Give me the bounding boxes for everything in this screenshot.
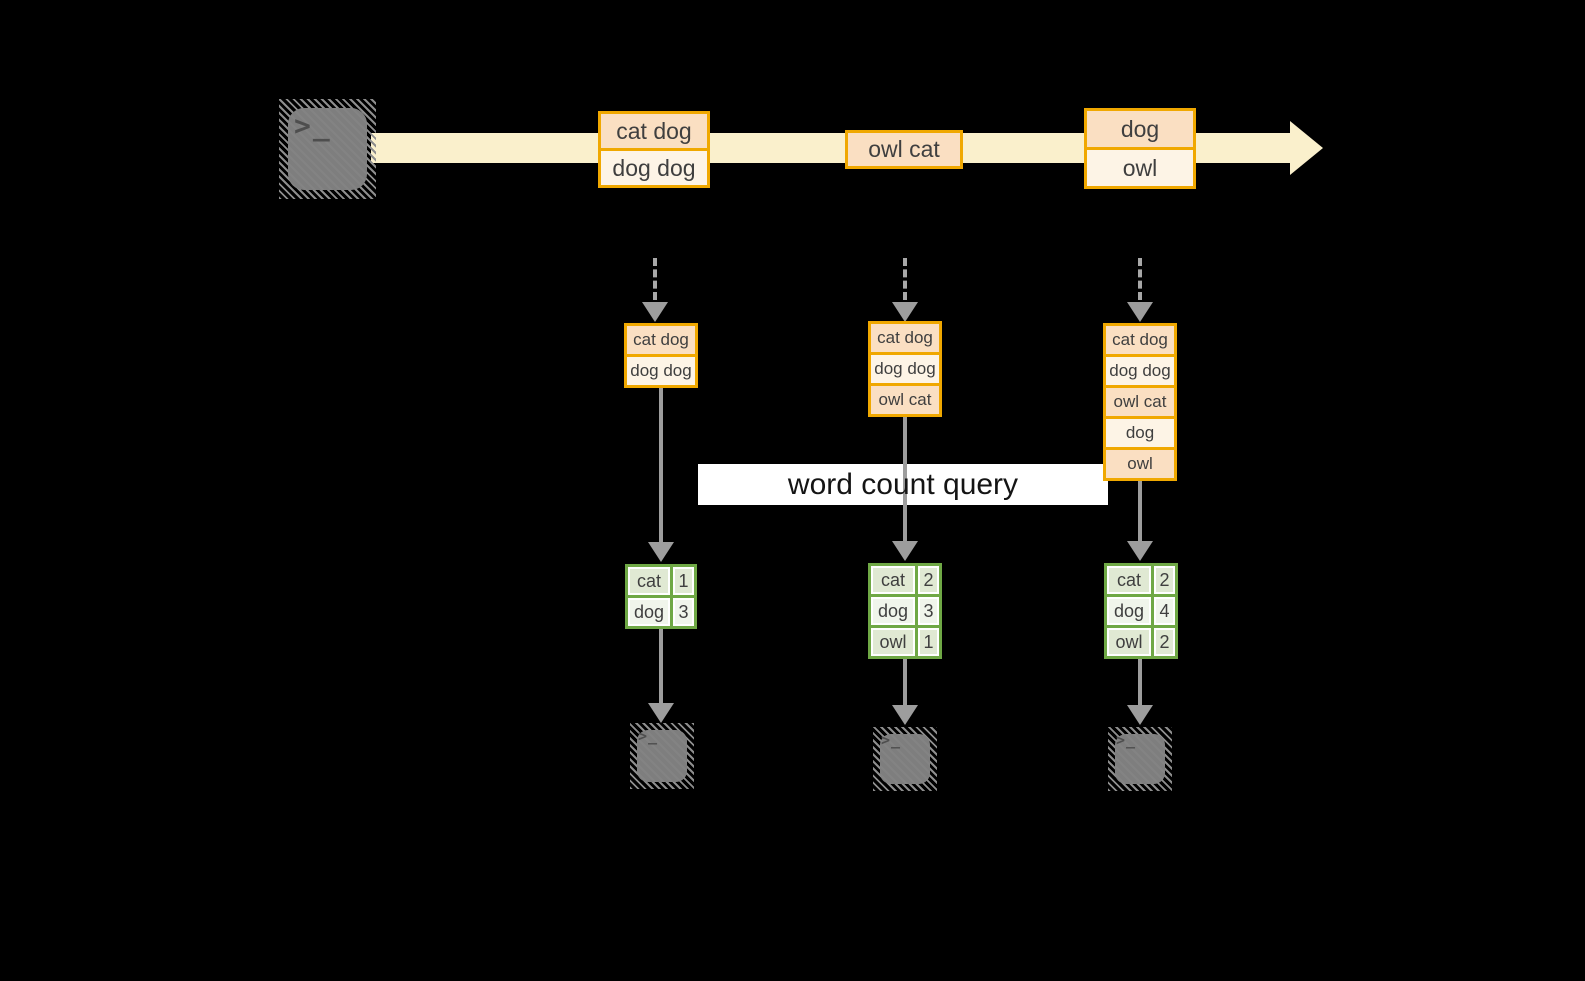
source-terminal-icon: >_ xyxy=(279,99,376,199)
buffer-line: owl xyxy=(1106,450,1174,478)
query-arrow-1-head xyxy=(648,542,674,562)
count-table-1: cat 1 dog 3 xyxy=(625,564,697,629)
buffer-line: dog dog xyxy=(871,355,939,383)
terminal-prompt-glyph: >_ xyxy=(294,109,332,142)
query-arrow-1 xyxy=(659,387,663,542)
count-value-cell: 2 xyxy=(1154,566,1175,594)
count-word-cell: owl xyxy=(1107,628,1151,656)
query-arrow-2-head xyxy=(892,541,918,561)
count-value-cell: 4 xyxy=(1154,597,1175,625)
count-word-cell: owl xyxy=(871,628,915,656)
output-arrow-1-head xyxy=(648,703,674,723)
terminal-prompt-glyph: >_ xyxy=(638,727,659,745)
word-count-query-label: word count query xyxy=(787,467,1019,501)
ingest-arrow-2-head xyxy=(892,302,918,322)
ingest-arrow-3-head xyxy=(1127,302,1153,322)
terminal-prompt-glyph: >_ xyxy=(1116,731,1137,749)
output-arrow-3 xyxy=(1138,658,1142,705)
consumer-terminal-icon-3: >_ xyxy=(1108,727,1172,791)
ingest-arrow-1 xyxy=(653,258,657,300)
query-arrow-2 xyxy=(903,417,907,541)
count-word-cell: cat xyxy=(871,566,915,594)
query-arrow-3 xyxy=(1138,480,1142,541)
buffer-box-2: cat dog dog dog owl cat xyxy=(868,321,942,417)
buffer-line: cat dog xyxy=(871,324,939,352)
count-word-cell: dog xyxy=(871,597,915,625)
batch-line: dog xyxy=(1087,111,1193,147)
count-value-cell: 1 xyxy=(918,628,939,656)
buffer-line: dog xyxy=(1106,419,1174,447)
terminal-body xyxy=(1115,734,1165,784)
terminal-prompt-glyph: >_ xyxy=(881,731,902,749)
count-value-cell: 2 xyxy=(1154,628,1175,656)
count-value-cell: 1 xyxy=(673,567,694,595)
output-arrow-3-head xyxy=(1127,705,1153,725)
output-arrow-2-head xyxy=(892,705,918,725)
consumer-terminal-icon-1: >_ xyxy=(630,723,694,789)
batch-line: owl xyxy=(1087,150,1193,186)
ingest-arrow-2 xyxy=(903,258,907,300)
batch-line: dog dog xyxy=(601,151,707,185)
output-arrow-1 xyxy=(659,629,663,703)
count-value-cell: 2 xyxy=(918,566,939,594)
count-word-cell: dog xyxy=(1107,597,1151,625)
stream-batch-2: owl cat xyxy=(845,130,963,169)
stream-batch-3: dog owl xyxy=(1084,108,1196,189)
buffer-line: dog dog xyxy=(1106,357,1174,385)
buffer-line: cat dog xyxy=(1106,326,1174,354)
consumer-terminal-icon-2: >_ xyxy=(873,727,937,791)
terminal-body xyxy=(288,108,367,190)
query-arrow-3-head xyxy=(1127,541,1153,561)
count-word-cell: dog xyxy=(628,598,670,626)
buffer-box-3: cat dog dog dog owl cat dog owl xyxy=(1103,323,1177,481)
buffer-line: cat dog xyxy=(627,326,695,354)
stream-batch-1: cat dog dog dog xyxy=(598,111,710,188)
count-table-2: cat 2 dog 3 owl 1 xyxy=(868,563,942,659)
terminal-body xyxy=(880,734,930,784)
output-arrow-2 xyxy=(903,658,907,705)
ingest-arrow-1-head xyxy=(642,302,668,322)
batch-line: cat dog xyxy=(601,114,707,148)
count-word-cell: cat xyxy=(1107,566,1151,594)
count-value-cell: 3 xyxy=(918,597,939,625)
stream-arrow-head xyxy=(1290,121,1323,175)
count-table-3: cat 2 dog 4 owl 2 xyxy=(1104,563,1178,659)
terminal-body xyxy=(637,730,687,782)
buffer-line: owl cat xyxy=(871,386,939,414)
buffer-line: dog dog xyxy=(627,357,695,385)
ingest-arrow-3 xyxy=(1138,258,1142,300)
buffer-box-1: cat dog dog dog xyxy=(624,323,698,388)
buffer-line: owl cat xyxy=(1106,388,1174,416)
batch-line: owl cat xyxy=(848,133,960,166)
count-word-cell: cat xyxy=(628,567,670,595)
count-value-cell: 3 xyxy=(673,598,694,626)
